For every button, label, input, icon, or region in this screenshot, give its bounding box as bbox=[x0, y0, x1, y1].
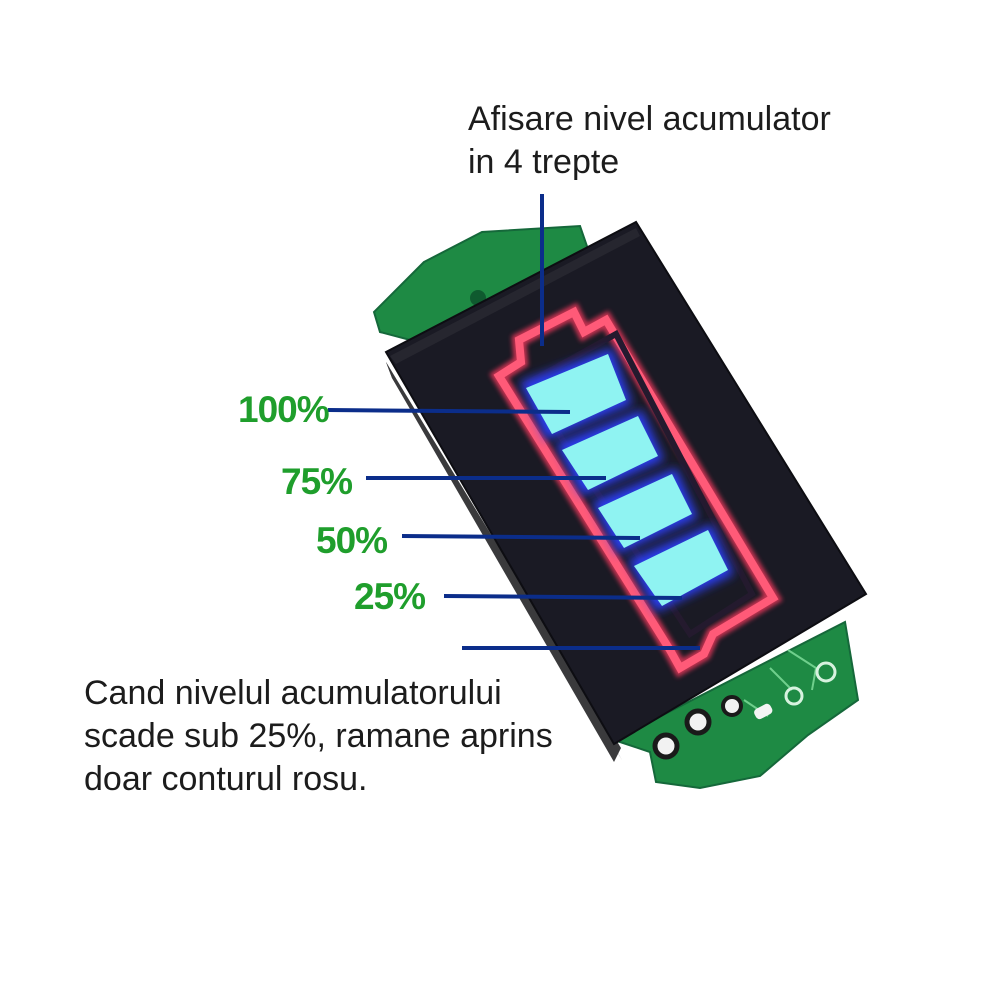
pcb-board bbox=[372, 224, 860, 790]
segment-25 bbox=[628, 524, 734, 612]
caption-top-line-2: in 4 trepte bbox=[468, 143, 620, 181]
caption-top: Afisare nivel acumulator in 4 trepte bbox=[468, 98, 888, 184]
level-label-100: 100% bbox=[238, 389, 330, 430]
battery-segments bbox=[520, 348, 734, 612]
caption-bottom-line-2: scade sub 25%, ramane aprins bbox=[84, 717, 553, 755]
caption-top-line-1: Afisare nivel acumulator bbox=[468, 100, 831, 138]
leader-line-100 bbox=[327, 408, 571, 414]
caption-bottom-line-3: doar conturul rosu. bbox=[84, 760, 368, 798]
leader-line-50 bbox=[401, 534, 641, 540]
segment-50 bbox=[592, 468, 698, 554]
segment-100 bbox=[520, 348, 632, 440]
level-label-50: 50% bbox=[316, 520, 388, 561]
caption-bottom-line-1: Cand nivelul acumulatorului bbox=[84, 674, 502, 712]
leader-lines bbox=[327, 194, 700, 650]
level-label-25: 25% bbox=[354, 576, 426, 617]
level-label-75: 75% bbox=[281, 461, 353, 502]
segment-75 bbox=[556, 410, 664, 496]
leader-line-25 bbox=[443, 594, 683, 600]
battery-outline-red bbox=[489, 302, 783, 678]
caption-bottom: Cand nivelul acumulatorului scade sub 25… bbox=[84, 672, 554, 801]
